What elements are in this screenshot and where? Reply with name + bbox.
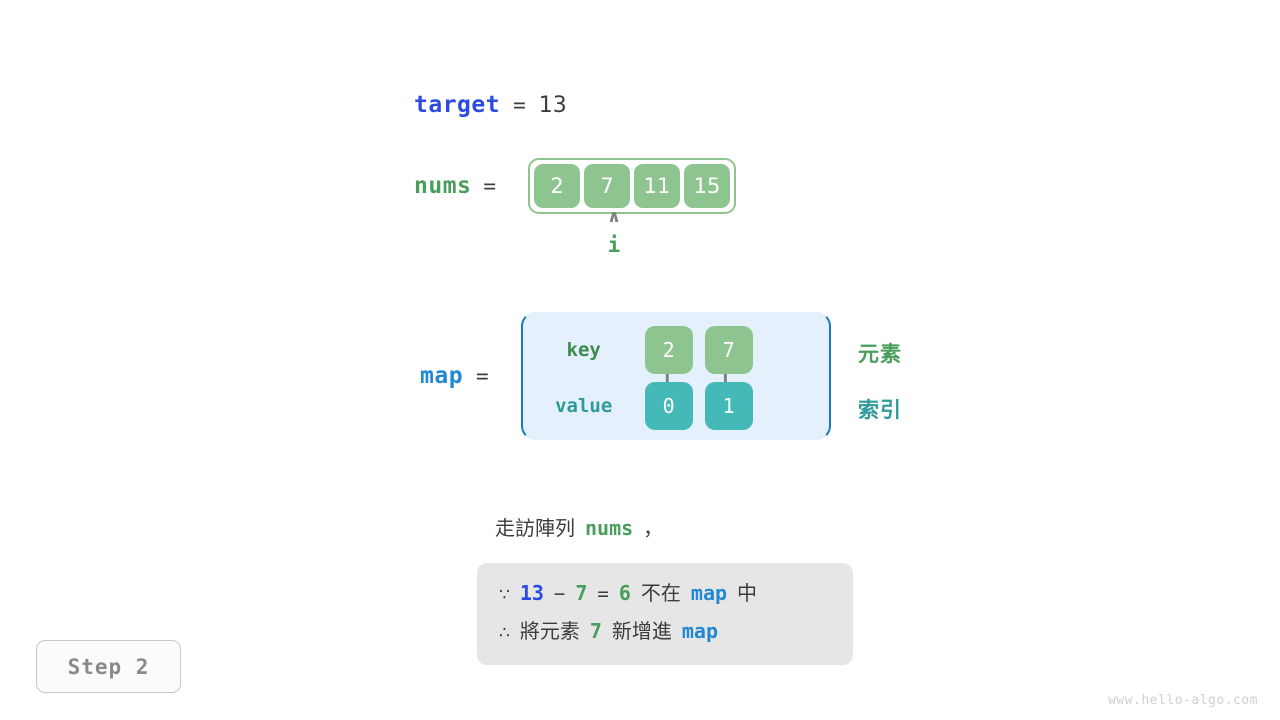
step-badge: Step 2 <box>36 640 181 693</box>
target-value: 13 <box>538 93 567 118</box>
map-key-row: key 2 7 <box>523 324 829 376</box>
target-equals-sign: = <box>513 93 526 117</box>
pointer-caret-icon: ∧ <box>607 207 621 227</box>
caption-keyword-nums: nums <box>585 516 634 540</box>
nums-equals-sign: = <box>483 174 497 198</box>
map-value-row-label: value <box>555 395 613 417</box>
map-value-row: value 0 1 <box>523 380 829 432</box>
caption-text: 走訪陣列 nums ， <box>495 512 663 541</box>
watermark: www.hello-algo.com <box>1108 693 1258 708</box>
line1-equals-operator: = <box>597 583 609 605</box>
map-value-cell: 1 <box>704 382 753 430</box>
map-key-cell: 2 <box>644 326 693 374</box>
array-cell: 15 <box>684 164 731 208</box>
map-legend: 元素 索引 <box>858 312 928 440</box>
array-cell: 11 <box>634 164 681 208</box>
map-key-cell: 7 <box>704 326 753 374</box>
line1-minus-operator: − <box>553 583 566 605</box>
line2-keyword-map: map <box>681 619 718 643</box>
nums-variable-name: nums <box>414 173 472 199</box>
line1-text-end: 中 <box>737 581 758 605</box>
line1-result-value: 6 <box>618 581 631 605</box>
map-equals-sign: = <box>476 364 489 388</box>
map-container: key 2 7 value 0 1 <box>520 312 831 440</box>
map-assignment: map = key 2 7 value 0 1 <box>420 312 831 440</box>
line2-text-start: 將元素 <box>519 619 580 643</box>
array-cell: 2 <box>534 164 581 208</box>
caption-prefix: 走訪陣列 <box>495 516 575 540</box>
index-pointer: ∧ i <box>596 208 632 258</box>
map-value-cells: 0 1 <box>644 382 753 430</box>
line1-text-middle: 不在 <box>640 581 681 605</box>
line2-text-middle: 新增進 <box>611 619 672 643</box>
map-value-cell: 0 <box>644 382 693 430</box>
caption-suffix: ， <box>643 516 664 540</box>
legend-element-label: 元素 <box>858 342 902 366</box>
target-variable-name: target <box>414 92 501 118</box>
line2-value: 7 <box>589 619 602 643</box>
pointer-label: i <box>607 233 621 257</box>
therefore-symbol: ∴ <box>499 623 510 643</box>
line1-target-value: 13 <box>519 581 544 605</box>
nums-assignment: nums = 2 7 11 15 <box>414 158 737 214</box>
explanation-line-1: ∵ 13 − 7 = 6 不在 map 中 <box>499 575 831 613</box>
explanation-line-2: ∴ 將元素 7 新增進 map <box>499 613 831 651</box>
legend-index-label: 索引 <box>858 398 902 422</box>
map-key-cells: 2 7 <box>644 326 753 374</box>
array-cell: 7 <box>584 164 631 208</box>
line1-current-value: 7 <box>575 581 588 605</box>
map-variable-name: map <box>420 363 464 389</box>
because-symbol: ∵ <box>499 585 510 605</box>
nums-array-container: 2 7 11 15 <box>528 158 737 214</box>
map-key-row-label: key <box>566 339 601 361</box>
line1-keyword-map: map <box>690 581 728 605</box>
explanation-box: ∵ 13 − 7 = 6 不在 map 中 ∴ 將元素 7 新增進 map <box>477 563 853 665</box>
target-assignment: target = 13 <box>414 92 567 118</box>
